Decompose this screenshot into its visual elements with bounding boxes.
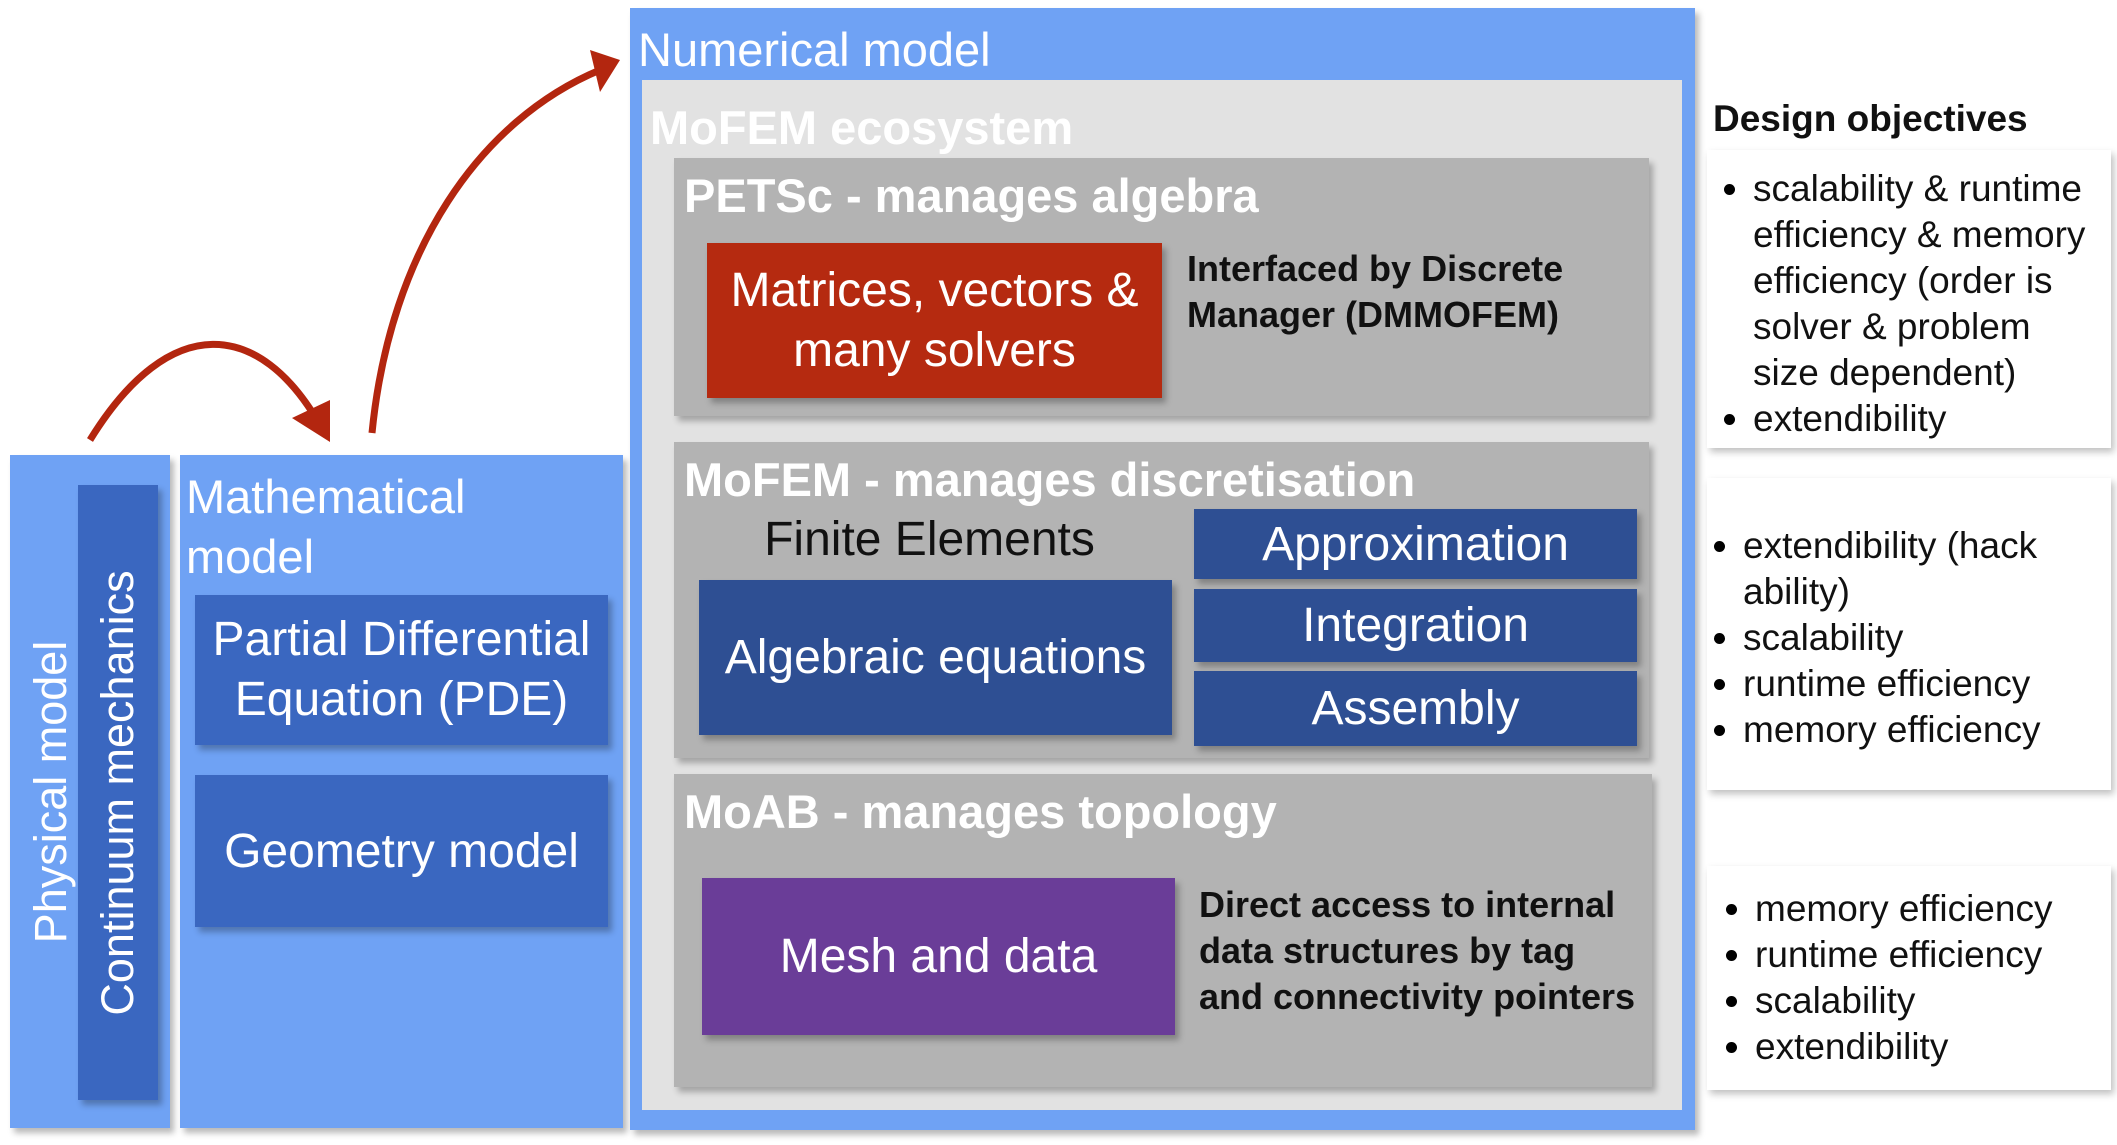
design-objectives-title: Design objectives <box>1713 98 2028 139</box>
petsc-title: PETSc - manages algebra <box>684 169 1259 222</box>
objective-item: memory efficiency <box>1707 707 2111 753</box>
assembly-box: Assembly <box>1194 671 1637 746</box>
continuum-mechanics-label: Continuum mechanics <box>92 569 143 1016</box>
moab-title: MoAB - manages topology <box>684 785 1277 838</box>
arrow-math-to-numerical-head <box>590 50 620 92</box>
physical-model-label: Physical model <box>25 640 76 943</box>
pde-box: Partial Differential Equation (PDE) <box>195 595 608 745</box>
petsc-matrices-box: Matrices, vectors & many solvers <box>707 243 1162 398</box>
objective-item: scalability <box>1719 978 2103 1024</box>
mofem-panel: MoFEM - manages discretisation Finite El… <box>674 442 1649 758</box>
moab-note: Direct access to internal data structure… <box>1199 884 1636 1017</box>
objective-item: memory efficiency <box>1719 886 2103 932</box>
objective-item: extendibility (hack ability) <box>1707 523 2111 615</box>
objective-item: scalability <box>1707 615 2111 661</box>
petsc-note: Interfaced by Discrete Manager (DMMOFEM) <box>1187 248 1564 335</box>
geometry-model-box: Geometry model <box>195 775 608 927</box>
objective-item: runtime efficiency <box>1707 661 2111 707</box>
algebraic-equations-box: Algebraic equations <box>699 580 1172 735</box>
numerical-model-panel: Numerical model MoFEM ecosystem PETSc - … <box>630 8 1695 1130</box>
mofem-ecosystem-panel: MoFEM ecosystem PETSc - manages algebra … <box>642 80 1682 1110</box>
arrow-math-to-numerical <box>368 66 602 434</box>
mathematical-model-panel: Mathematical model Partial Differential … <box>180 455 623 1128</box>
objectives-group-3: memory efficiency runtime efficiency sca… <box>1707 866 2111 1090</box>
objective-item: scalability & runtime efficiency & memor… <box>1717 166 2103 396</box>
mathematical-model-title: Mathematical model <box>186 470 466 583</box>
mofem-ecosystem-title: MoFEM ecosystem <box>650 101 1074 154</box>
numerical-model-title: Numerical model <box>638 23 991 76</box>
continuum-mechanics-box: Continuum mechanics <box>78 485 158 1100</box>
integration-box: Integration <box>1194 589 1637 662</box>
mofem-title: MoFEM - manages discretisation <box>684 453 1416 506</box>
objectives-group-1: scalability & runtime efficiency & memor… <box>1707 150 2111 448</box>
arrow-physical-to-math-head <box>292 400 330 442</box>
objectives-group-2: extendibility (hack ability) scalability… <box>1707 478 2111 790</box>
moab-panel: MoAB - manages topology Mesh and data Di… <box>674 774 1652 1087</box>
arrow-physical-to-math <box>87 340 324 442</box>
objective-item: runtime efficiency <box>1719 932 2103 978</box>
objective-item: extendibility <box>1719 1024 2103 1070</box>
mesh-and-data-box: Mesh and data <box>702 878 1175 1035</box>
petsc-panel: PETSc - manages algebra Matrices, vector… <box>674 158 1649 416</box>
finite-elements-label: Finite Elements <box>764 513 1095 566</box>
physical-model-panel: Physical model Continuum mechanics <box>10 455 170 1128</box>
objective-item: extendibility <box>1717 396 2103 442</box>
approximation-box: Approximation <box>1194 509 1637 579</box>
